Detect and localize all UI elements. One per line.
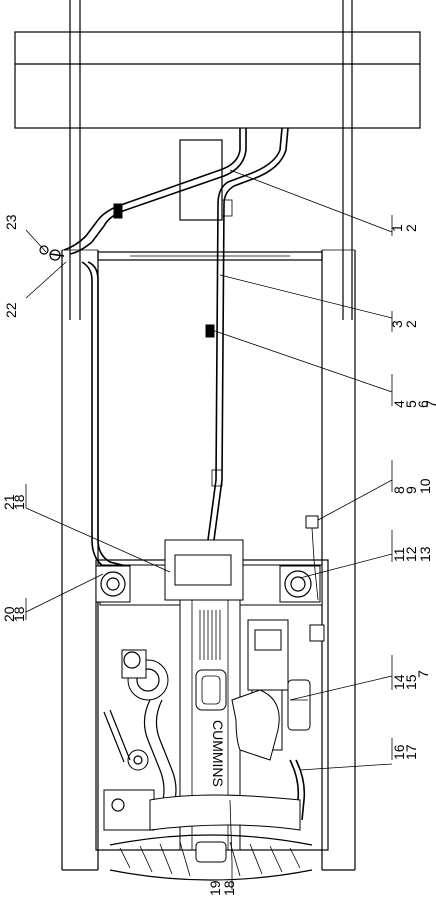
callout-label: 13	[417, 546, 433, 562]
callout-label: 7	[423, 400, 436, 408]
leader-lines	[25, 169, 393, 890]
filter-bracket	[179, 139, 233, 221]
callout-label: 4	[391, 400, 407, 408]
callout-label: 2	[403, 320, 419, 328]
callout-label: 18	[11, 606, 27, 622]
callout-label: 10	[417, 478, 433, 494]
callout-label: 2	[403, 224, 419, 232]
callout-label: 16	[391, 744, 407, 760]
callout-label: 6	[415, 400, 431, 408]
callout-label: 3	[389, 320, 405, 328]
engine-block	[95, 515, 329, 881]
callout-label: 9	[403, 486, 419, 494]
callout-label: 5	[403, 400, 419, 408]
callout-label: 7	[415, 670, 431, 678]
engine-brand-label: CUMMINS	[210, 720, 226, 787]
callout-label: 22	[3, 302, 19, 318]
callout-label: 14	[391, 674, 407, 690]
callout-label: 15	[403, 674, 419, 690]
callout-label: 21	[1, 494, 17, 510]
cooling-fan	[109, 834, 313, 881]
cross-member	[97, 251, 323, 261]
callout-label: 8	[391, 486, 407, 494]
callout-label: 20	[1, 606, 17, 622]
callout-label: 18	[11, 494, 27, 510]
top-tank	[14, 31, 421, 129]
callout-label: 23	[3, 214, 19, 230]
callout-label: 18	[221, 880, 237, 896]
callouts: 1 2 3 2 4 5 6 7 8 9 10 11 12 13 14 15 7 …	[1, 214, 436, 896]
callout-label: 1	[389, 224, 405, 232]
callout-label: 12	[403, 546, 419, 562]
pipe-lines	[39, 127, 289, 579]
callout-label: 19	[207, 880, 223, 896]
callout-label: 17	[403, 744, 419, 760]
callout-label: 11	[391, 547, 407, 562]
